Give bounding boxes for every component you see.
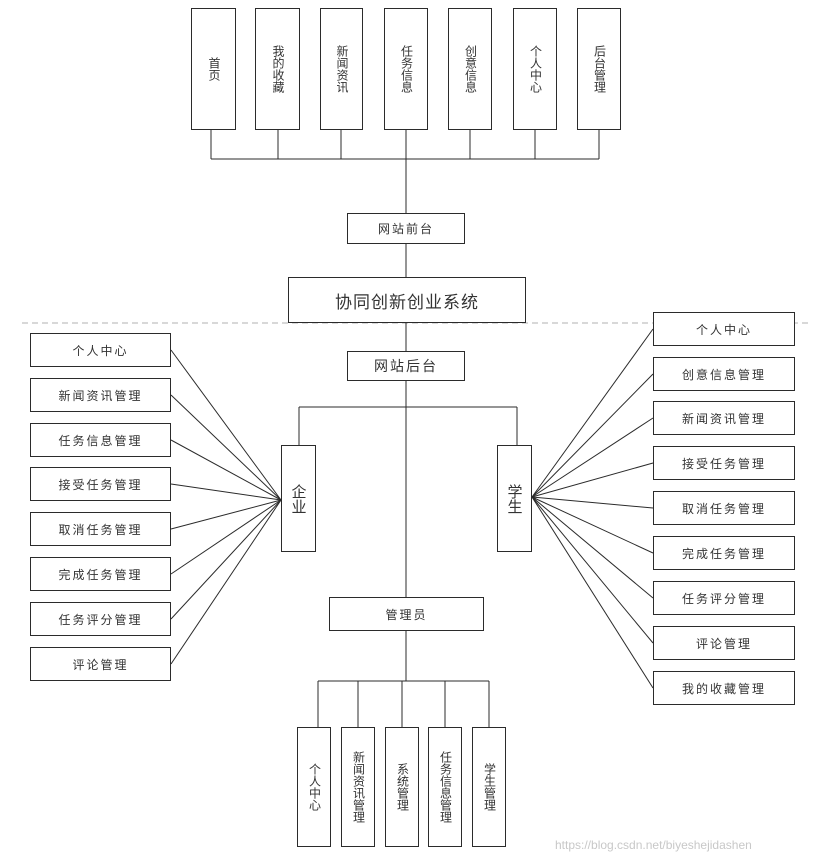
student-item: 接受任务管理	[653, 446, 795, 480]
student-node: 学生	[497, 445, 532, 552]
frontend-item-admin: 后台管理	[577, 8, 621, 130]
connector-line	[531, 496, 654, 554]
enterprise-item: 任务评分管理	[30, 602, 171, 636]
enterprise-item: 任务信息管理	[30, 423, 171, 457]
admin-item: 个人中心	[297, 727, 331, 847]
backend-node: 网站后台	[347, 351, 465, 381]
student-item: 我的收藏管理	[653, 671, 795, 705]
connector-line	[170, 394, 282, 501]
frontend-item-favorites: 我的收藏	[255, 8, 300, 130]
admin-item: 任务信息管理	[428, 727, 462, 847]
connector-line	[170, 499, 282, 530]
enterprise-item: 接受任务管理	[30, 467, 171, 501]
frontend-item-profile: 个人中心	[513, 8, 557, 130]
connector-line	[531, 496, 654, 509]
admin-item: 新闻资讯管理	[341, 727, 375, 847]
connector-line	[531, 417, 654, 498]
connector-line	[170, 499, 282, 665]
admin-item: 系统管理	[385, 727, 419, 847]
student-item: 完成任务管理	[653, 536, 795, 570]
student-item: 任务评分管理	[653, 581, 795, 615]
admin-item: 学生管理	[472, 727, 506, 847]
student-item: 新闻资讯管理	[653, 401, 795, 435]
connector-line	[170, 349, 282, 501]
student-item: 取消任务管理	[653, 491, 795, 525]
student-item: 个人中心	[653, 312, 795, 346]
connector-line	[531, 462, 654, 498]
enterprise-item: 完成任务管理	[30, 557, 171, 591]
frontend-item-news: 新闻资讯	[320, 8, 363, 130]
frontend-item-ideas: 创意信息	[448, 8, 492, 130]
admin-node: 管理员	[329, 597, 484, 631]
student-item: 评论管理	[653, 626, 795, 660]
frontend-item-tasks: 任务信息	[384, 8, 428, 130]
watermark-text: https://blog.csdn.net/biyeshejidashen	[555, 838, 752, 852]
frontend-node: 网站前台	[347, 213, 465, 244]
connector-line	[170, 499, 282, 620]
student-item: 创意信息管理	[653, 357, 795, 391]
enterprise-item: 个人中心	[30, 333, 171, 367]
enterprise-item: 新闻资讯管理	[30, 378, 171, 412]
connector-line	[531, 373, 654, 498]
connector-line	[170, 483, 282, 501]
enterprise-item: 评论管理	[30, 647, 171, 681]
frontend-item-home: 首页	[191, 8, 236, 130]
connector-line	[170, 499, 282, 575]
connector-line	[531, 496, 654, 599]
enterprise-item: 取消任务管理	[30, 512, 171, 546]
connector-line	[531, 496, 654, 689]
connector-line	[531, 328, 654, 498]
connector-line	[531, 496, 654, 644]
connector-line	[170, 439, 282, 501]
enterprise-node: 企业	[281, 445, 316, 552]
system-title-node: 协同创新创业系统	[288, 277, 526, 323]
